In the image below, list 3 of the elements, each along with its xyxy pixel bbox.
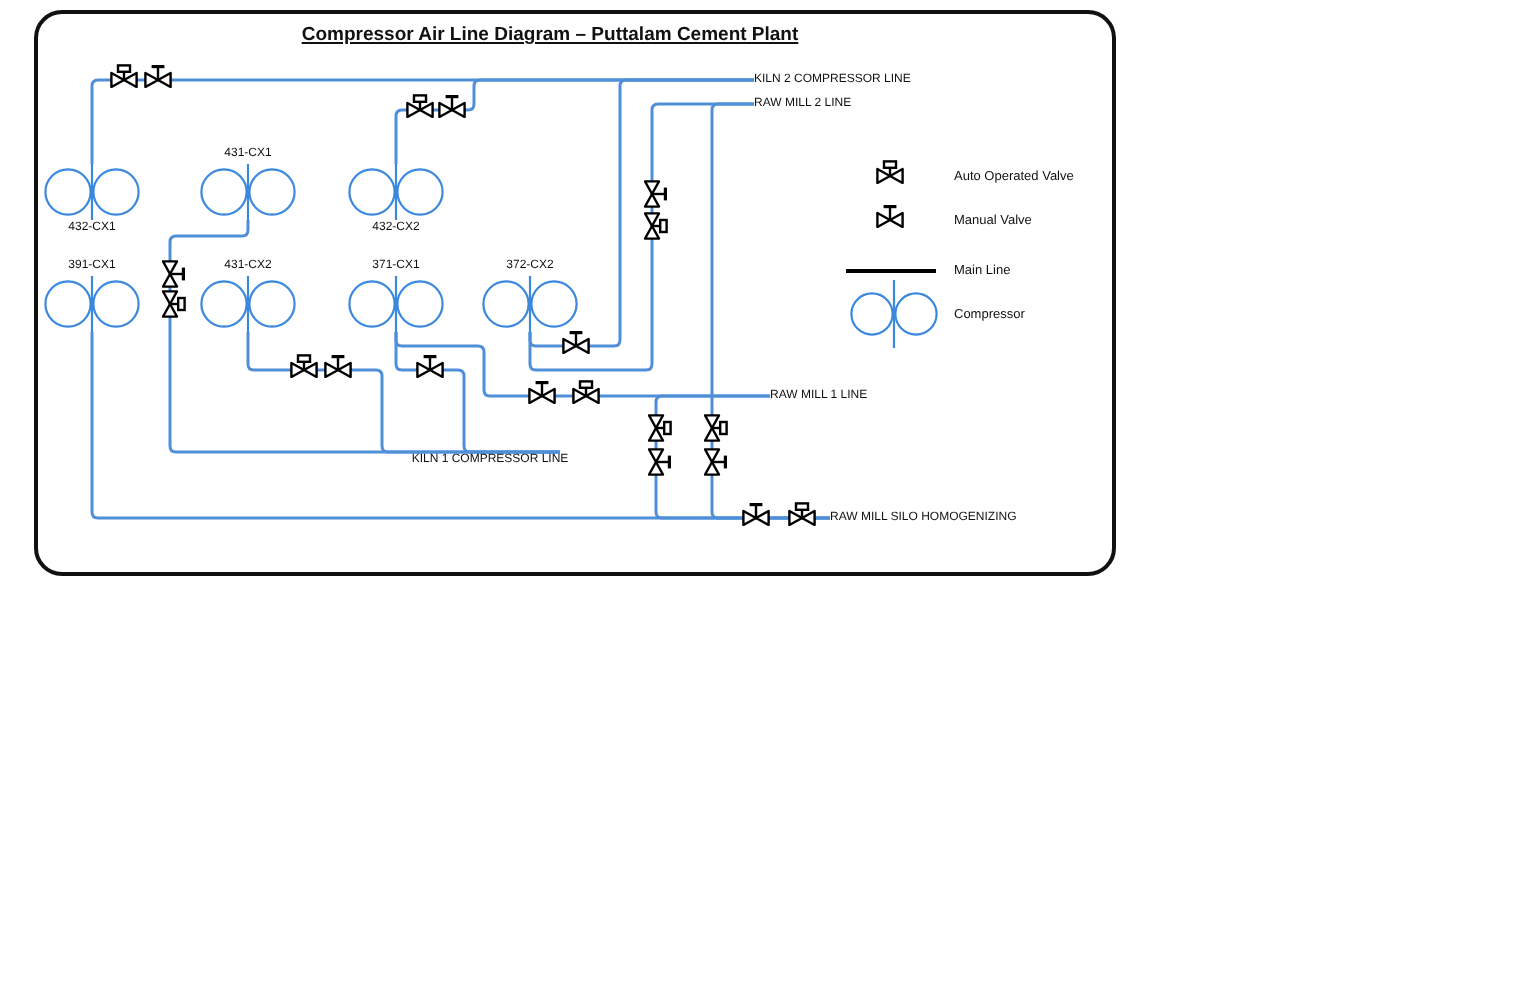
air-pipe (710, 102, 830, 520)
diagram-title: Compressor Air Line Diagram – Puttalam Cement Plant (301, 24, 799, 48)
air-pipe (528, 78, 754, 348)
